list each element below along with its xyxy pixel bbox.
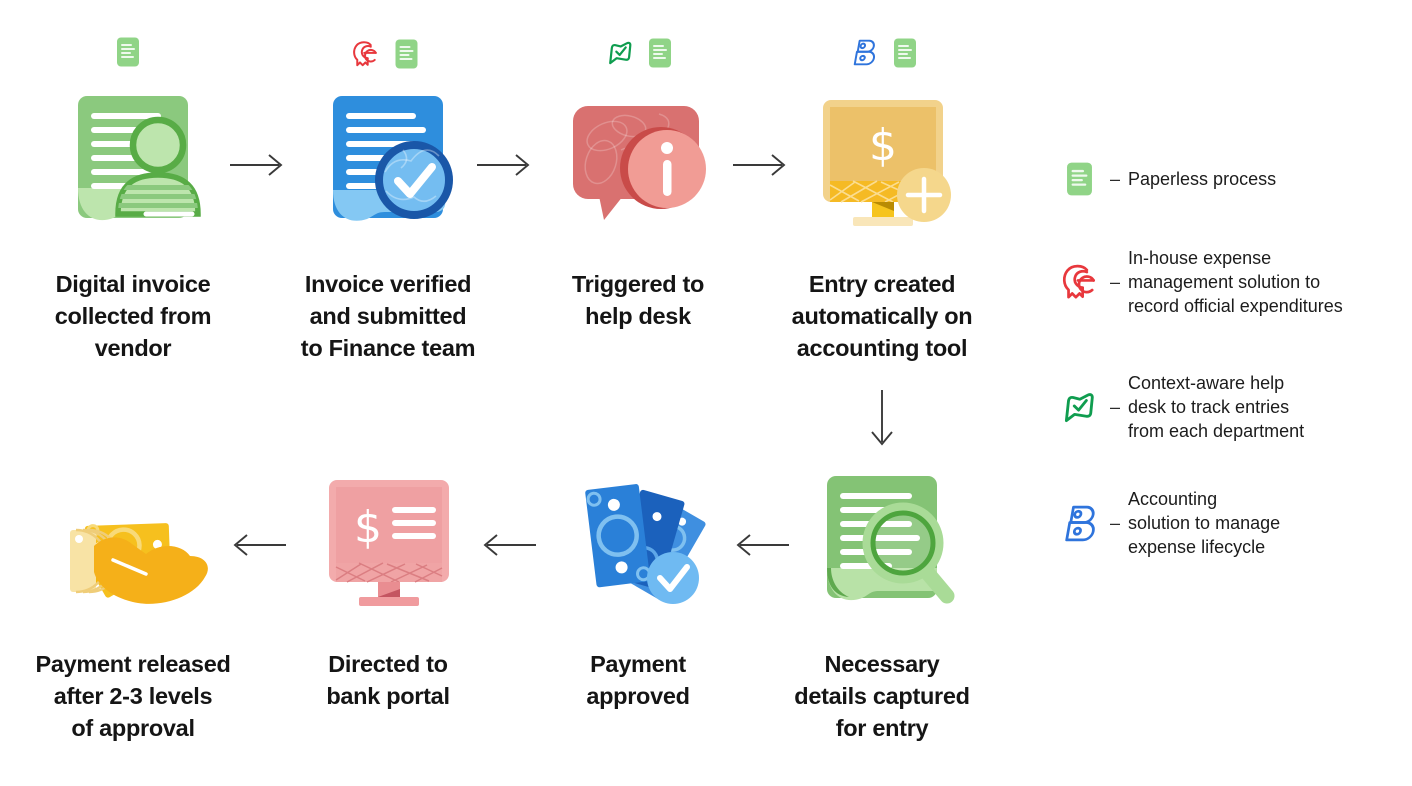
books-icon <box>1054 502 1104 545</box>
paperless-icon <box>894 38 917 68</box>
step6-label: Payment approved <box>586 651 690 709</box>
legend-label-helpdesk: Context-aware help desk to track entries… <box>1128 373 1305 441</box>
accounting-entry-illustration: $ <box>823 100 951 226</box>
legend-dash: – <box>1110 168 1121 189</box>
legend-dash: – <box>1110 396 1121 417</box>
legend-label-expense: In-house expense management solution to … <box>1128 248 1343 316</box>
dollar-sign: $ <box>869 120 897 171</box>
paperless-icon <box>649 38 672 68</box>
step4-label: Entry created automatically on accountin… <box>791 271 973 361</box>
step1-tool-icons <box>117 37 140 67</box>
helpdesk-icon <box>1054 387 1104 427</box>
legend-item-books: – Accounting solution to manage expense … <box>1054 487 1280 559</box>
expense-icon <box>348 37 382 71</box>
paperless-icon <box>395 39 418 69</box>
bank-portal-illustration: $ <box>329 480 449 606</box>
paperless-icon <box>1054 162 1104 196</box>
step1-label: Digital invoice collected from vendor <box>54 271 212 361</box>
arrow-left-step5-step6 <box>731 532 791 558</box>
legend-dash: – <box>1110 512 1121 533</box>
step3-tool-icons <box>605 37 672 68</box>
paperless-icon <box>117 37 140 67</box>
arrow-right-step1-step2 <box>228 152 288 178</box>
payment-approved-illustration <box>585 484 706 604</box>
step4-tool-icons <box>848 37 917 68</box>
helpdesk-icon <box>605 37 636 68</box>
arrow-left-step6-step7 <box>478 532 538 558</box>
digital-invoice-illustration <box>78 96 201 221</box>
dollar-sign: $ <box>354 502 382 553</box>
step8-label: Payment released after 2-3 levels of app… <box>35 651 231 741</box>
legend-item-paperless: – Paperless process <box>1054 162 1276 196</box>
step7-label: Directed to bank portal <box>326 651 450 709</box>
payment-released-illustration <box>70 523 208 604</box>
legend-label-books: Accounting solution to manage expense li… <box>1128 489 1281 557</box>
legend-item-expense: – In-house expense management solution t… <box>1054 246 1343 318</box>
step3-label: Triggered to help desk <box>571 271 705 329</box>
arrow-left-step7-step8 <box>228 532 288 558</box>
help-desk-illustration <box>573 106 706 220</box>
invoice-verified-illustration <box>333 96 453 221</box>
arrow-right-step2-step3 <box>475 152 535 178</box>
legend-item-helpdesk: – Context-aware help desk to track entri… <box>1054 371 1304 443</box>
details-captured-illustration <box>827 476 955 604</box>
legend-label-paperless: Paperless process <box>1128 169 1277 189</box>
legend-dash: – <box>1110 271 1121 292</box>
step5-label: Necessary details captured for entry <box>794 651 970 741</box>
arrow-down-step4-step5 <box>869 388 895 454</box>
expense-icon <box>1054 259 1104 305</box>
step2-tool-icons <box>348 37 418 71</box>
step2-label: Invoice verified and submitted to Financ… <box>300 271 476 361</box>
books-icon <box>848 37 881 68</box>
arrow-right-step3-step4 <box>731 152 791 178</box>
